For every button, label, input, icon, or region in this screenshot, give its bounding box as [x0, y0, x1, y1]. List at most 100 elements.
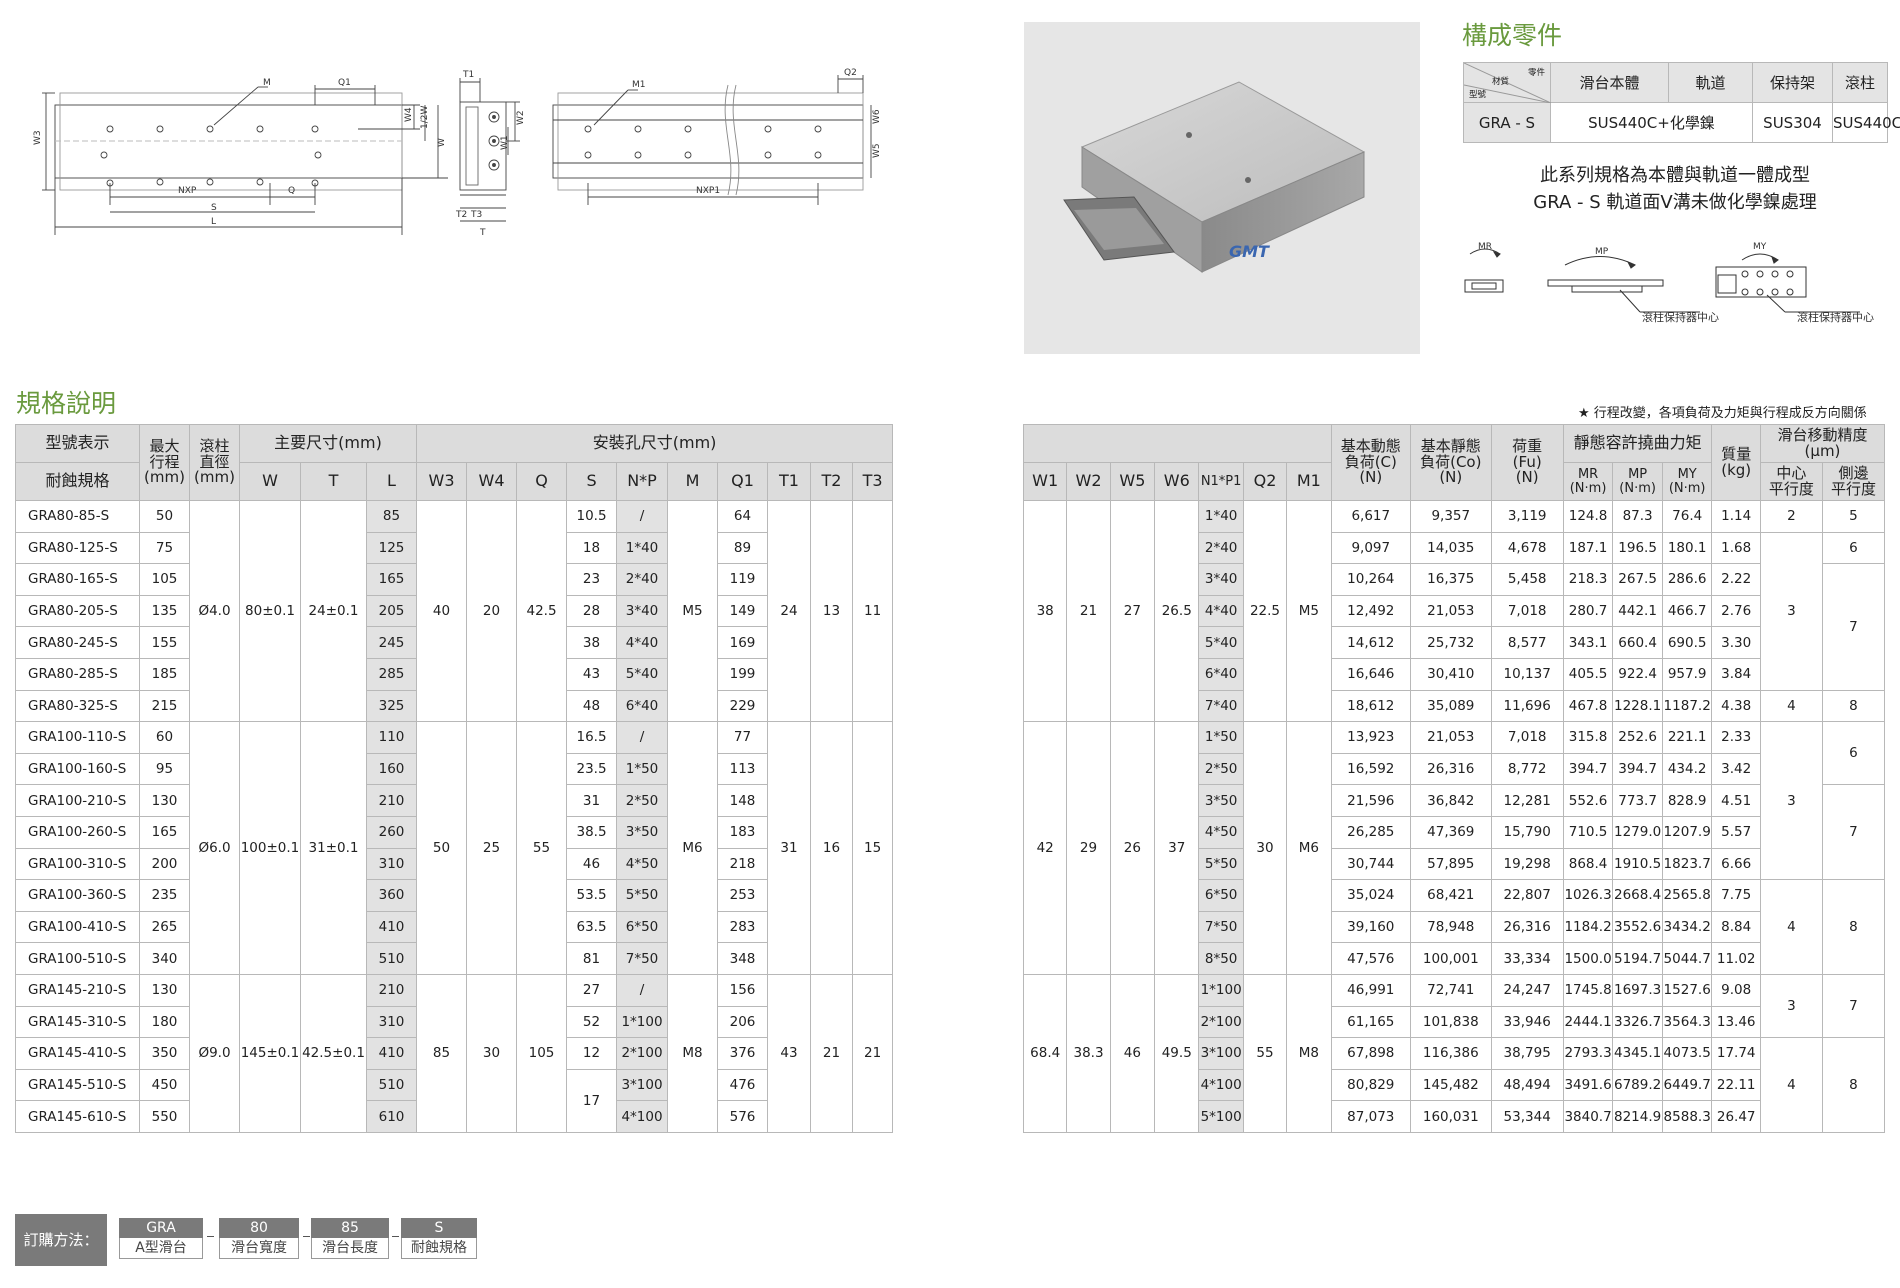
cell-center-parallel: 4 — [1759, 879, 1823, 975]
cell-Q1: 77 — [717, 721, 769, 754]
cell-MR: 405.5 — [1562, 657, 1614, 691]
cell-M1: M8 — [1286, 973, 1332, 1133]
label-W: W — [437, 138, 447, 147]
order-item-length-code: 85 — [311, 1218, 389, 1238]
head-W4: W4 — [466, 462, 518, 501]
cell-T1: 24 — [767, 499, 812, 723]
cell-MP: 5194.7 — [1612, 942, 1663, 975]
head-T3: T3 — [852, 462, 894, 501]
cell-W3: 50 — [416, 721, 468, 975]
cell-NP: 5*40 — [616, 657, 669, 691]
cell-mass: 22.11 — [1711, 1068, 1761, 1102]
cell-MR: 1026.3 — [1562, 879, 1614, 912]
components-header-body: 滑台本體 — [1550, 62, 1669, 103]
cell-Fu: 12,281 — [1490, 784, 1564, 817]
front-view: M Q1 W4 1/2W W W3 NXP Q S L — [33, 78, 448, 235]
cell-Co: 57,895 — [1410, 847, 1492, 881]
cell-mass: 3.30 — [1711, 626, 1761, 659]
label-W2: W2 — [516, 110, 526, 125]
label-M: M — [263, 78, 271, 88]
components-material-label: 材質 — [1492, 77, 1510, 87]
cell-stroke: 50 — [139, 500, 190, 533]
cell-NP: 4*40 — [616, 626, 669, 659]
cell-N1P1: 4*100 — [1198, 1068, 1244, 1102]
cell-C: 6,617 — [1330, 500, 1412, 533]
cell-N1P1: 6*50 — [1198, 879, 1244, 912]
cell-MY: 5044.7 — [1661, 942, 1713, 975]
cell-L: 245 — [365, 626, 418, 659]
cell-MP: 660.4 — [1612, 626, 1663, 659]
cell-Co: 68,421 — [1410, 879, 1492, 912]
head-W1: W1 — [1022, 462, 1068, 501]
cell-stroke: 130 — [139, 784, 190, 817]
cell-MP: 773.7 — [1612, 784, 1663, 817]
cell-Q1: 376 — [717, 1037, 769, 1070]
head-model: 型號表示 — [15, 424, 140, 463]
components-model: GRA - S — [1463, 102, 1551, 143]
cell-W5: 46 — [1109, 973, 1156, 1133]
cell-stroke: 235 — [139, 879, 190, 912]
components-corner-header: 零件 材質 型號 — [1463, 62, 1551, 103]
cell-stroke: 130 — [139, 973, 190, 1007]
cell-S: 10.5 — [566, 500, 618, 533]
cell-MR: 1184.2 — [1562, 910, 1614, 944]
cell-Fu: 22,807 — [1490, 879, 1564, 912]
cell-center-parallel: 4 — [1759, 1037, 1823, 1133]
cell-N1P1: 1*50 — [1198, 721, 1244, 754]
order-label: 訂購方法： — [15, 1214, 107, 1266]
cell-NP: / — [616, 973, 669, 1007]
cell-T1: 43 — [767, 973, 812, 1133]
cell-N1P1: 5*50 — [1198, 847, 1244, 881]
cell-N1P1: 8*50 — [1198, 942, 1244, 975]
cell-Q2: 30 — [1242, 721, 1288, 975]
order-dash-1 — [207, 1236, 214, 1237]
cell-L: 260 — [365, 815, 418, 849]
label-halfW: 1/2W — [420, 106, 430, 129]
description: 此系列規格為本體與軌道一體成型 GRA - S 軌道面V溝未做化學鎳處理 — [1463, 162, 1887, 216]
cell-L: 160 — [365, 752, 418, 786]
cell-T2: 13 — [810, 499, 854, 723]
order-dash-2 — [303, 1236, 310, 1237]
order-dash-3 — [392, 1236, 399, 1237]
cell-MR: 2444.1 — [1562, 1005, 1614, 1039]
cell-NP: 2*100 — [616, 1037, 669, 1070]
product-photo: GMT — [1024, 22, 1420, 354]
cell-MY: 8588.3 — [1661, 1100, 1713, 1133]
cell-Fu: 7,018 — [1490, 594, 1564, 628]
cell-MR: 280.7 — [1562, 594, 1614, 628]
head-Co: 基本靜態 負荷(Co) (N) — [1410, 424, 1492, 501]
cell-S: 63.5 — [566, 910, 618, 944]
cell-Q1: 89 — [717, 531, 769, 565]
cell-model: GRA145-310-S — [15, 1005, 140, 1039]
cell-MY: 1527.6 — [1661, 973, 1713, 1007]
cell-mass: 13.46 — [1711, 1005, 1761, 1039]
cell-C: 80,829 — [1330, 1068, 1412, 1102]
cell-NP: 4*100 — [616, 1100, 669, 1133]
cell-C: 10,264 — [1330, 563, 1412, 596]
cell-NP: 1*100 — [616, 1005, 669, 1039]
cell-S: 52 — [566, 1005, 618, 1039]
cell-center-parallel: 2 — [1759, 500, 1823, 533]
cell-MR: 2793.3 — [1562, 1037, 1614, 1070]
cell-MR: 868.4 — [1562, 847, 1614, 881]
my-diagram: MY 滾柱保持器中心 — [1715, 242, 1874, 324]
cell-MR: 187.1 — [1562, 531, 1614, 565]
cell-MY: 3434.2 — [1661, 910, 1713, 944]
cell-T1: 31 — [767, 721, 812, 975]
cell-model: GRA100-110-S — [15, 721, 140, 754]
cell-roller: Ø6.0 — [189, 721, 240, 975]
cell-Co: 160,031 — [1410, 1100, 1492, 1133]
cell-mass: 3.84 — [1711, 657, 1761, 691]
cell-W1: 42 — [1022, 721, 1068, 975]
cell-M: M6 — [667, 721, 719, 975]
cell-L: 410 — [365, 910, 418, 944]
cell-stroke: 105 — [139, 563, 190, 596]
head-M1: M1 — [1286, 462, 1332, 501]
cell-MY: 466.7 — [1661, 594, 1713, 628]
cell-MP: 394.7 — [1612, 752, 1663, 786]
cell-roller: Ø4.0 — [189, 499, 240, 723]
